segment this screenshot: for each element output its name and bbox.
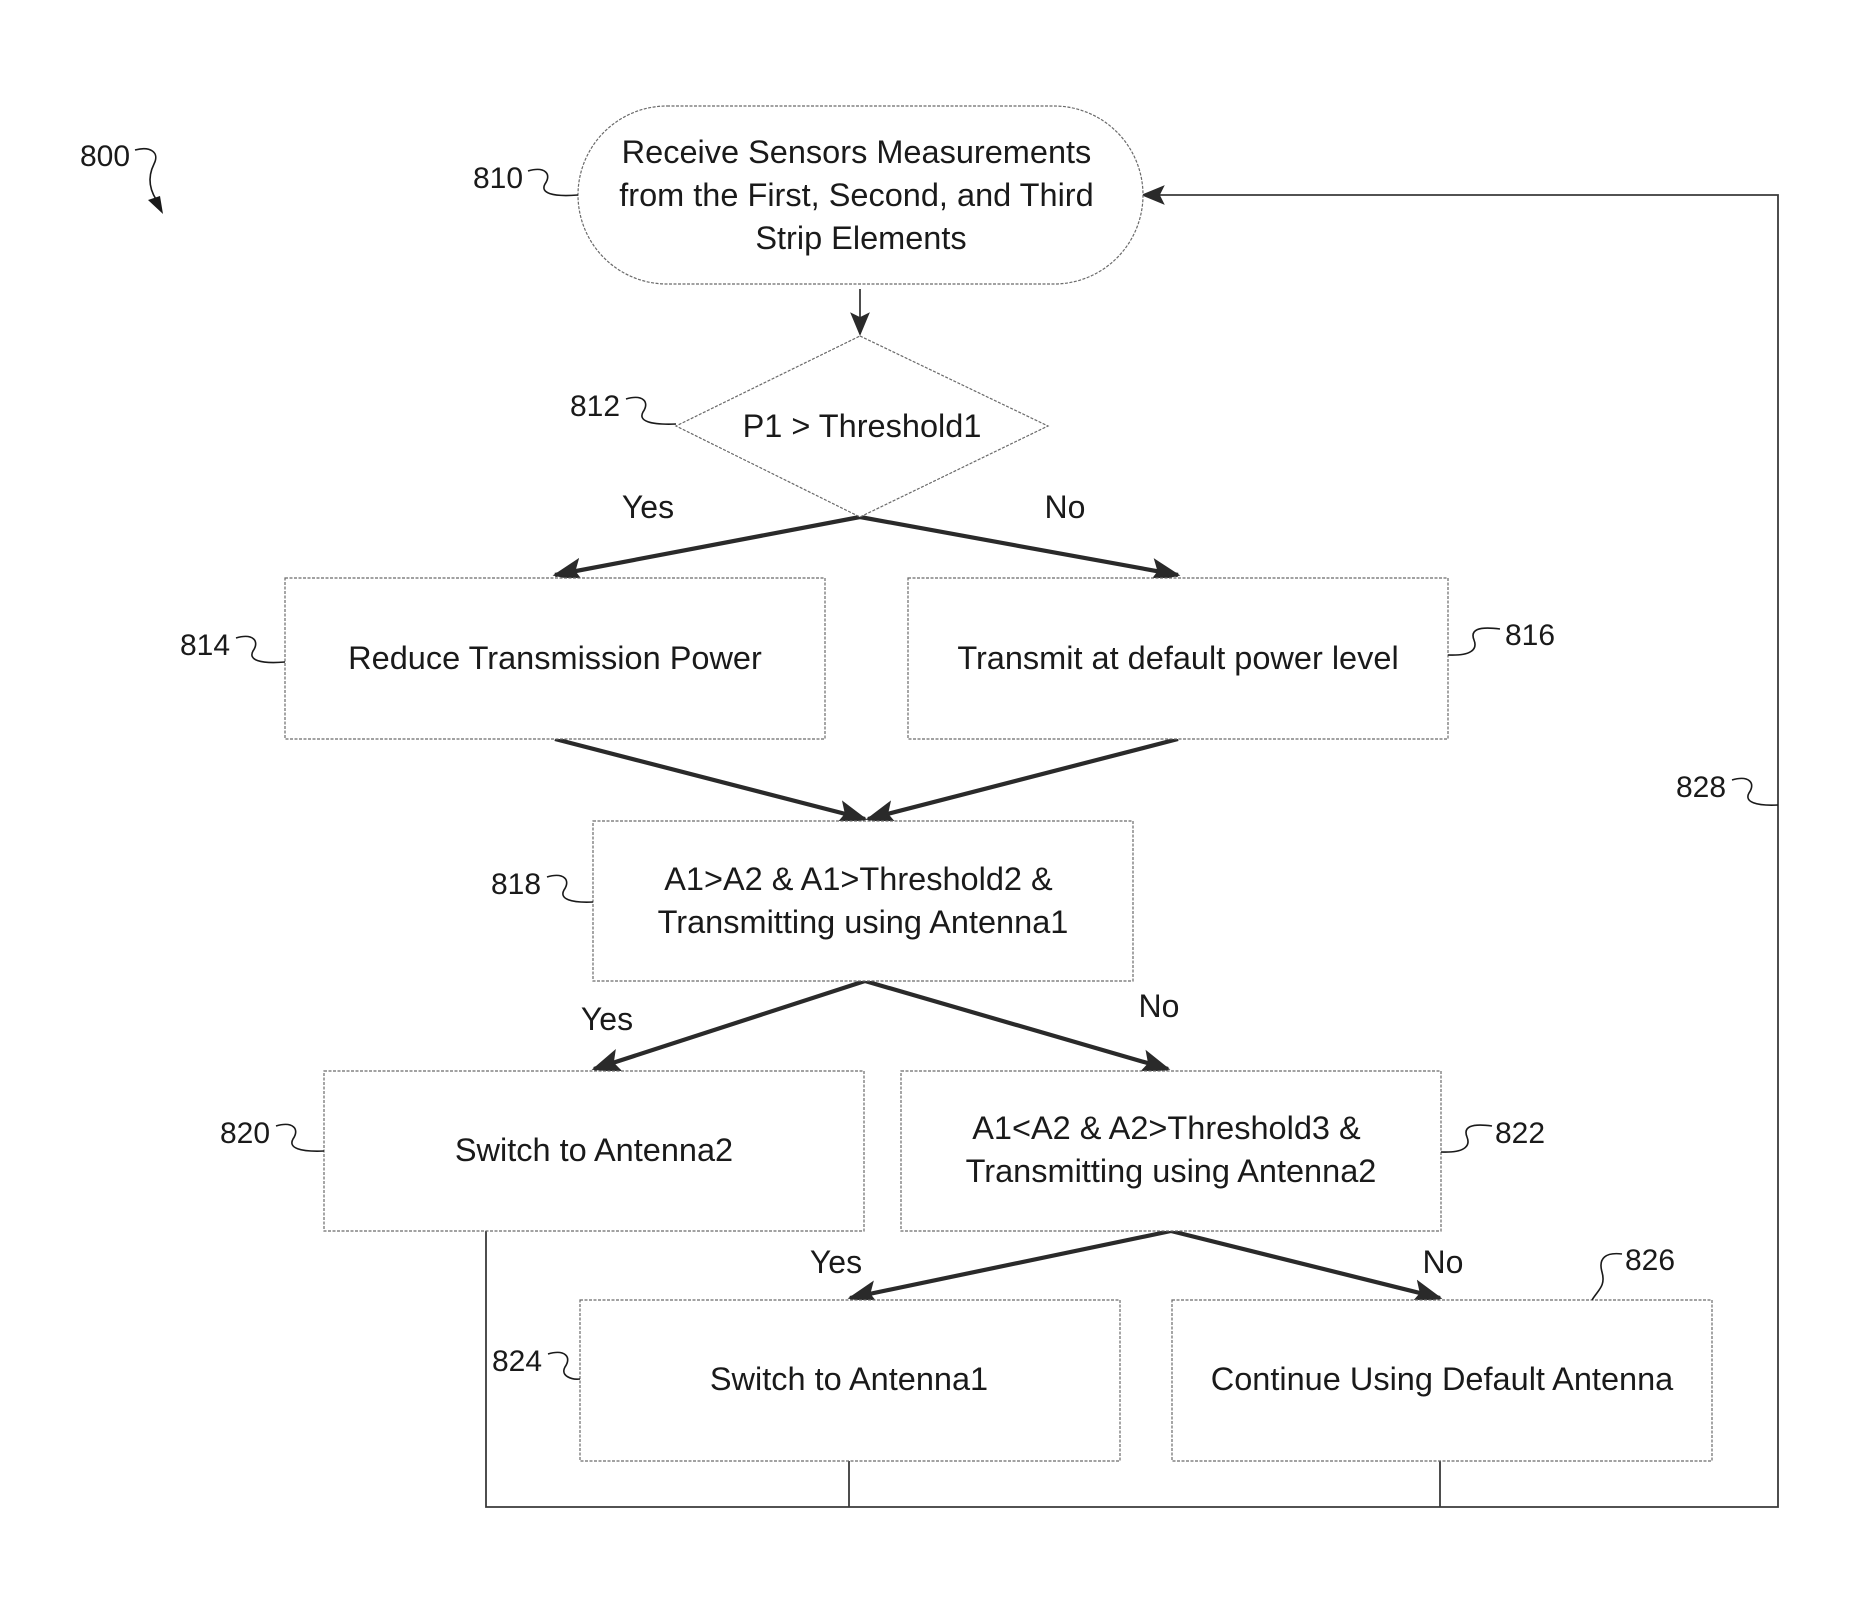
node-826: Continue Using Default Antenna	[1172, 1300, 1712, 1461]
figure-ref-leader	[135, 149, 160, 205]
ref-826-label: 826	[1625, 1244, 1675, 1277]
node-812-text: P1 > Threshold1	[743, 408, 982, 444]
node-810-line-1: Receive Sensors Measurements	[622, 134, 1092, 170]
ref-812-label: 812	[570, 390, 620, 423]
edge-822-yes-to-824	[850, 1231, 1171, 1298]
node-812: P1 > Threshold1	[676, 336, 1048, 517]
ref-814-leader	[236, 636, 285, 662]
edge-812-no-to-816	[860, 517, 1178, 575]
node-822-shape	[901, 1071, 1441, 1231]
edge-label-818-yes: Yes	[581, 1001, 633, 1037]
ref-810-label: 810	[473, 162, 523, 195]
figure-ref-label: 800	[80, 140, 130, 173]
ref-818-label: 818	[491, 868, 541, 901]
ref-820-leader	[276, 1124, 324, 1151]
ref-816-leader	[1448, 628, 1500, 655]
edge-816-to-818	[868, 739, 1178, 819]
ref-820-label: 820	[220, 1117, 270, 1150]
node-814-text: Reduce Transmission Power	[348, 640, 762, 676]
node-822: A1<A2 & A2>Threshold3 & Transmitting usi…	[901, 1071, 1441, 1231]
ref-828-label: 828	[1676, 771, 1726, 804]
node-816-text: Transmit at default power level	[957, 640, 1398, 676]
edge-label-822-yes: Yes	[810, 1244, 862, 1280]
edge-label-818-no: No	[1139, 988, 1180, 1024]
edge-label-812-no: No	[1045, 489, 1086, 525]
node-820-text: Switch to Antenna2	[455, 1132, 733, 1168]
node-814: Reduce Transmission Power	[285, 578, 825, 739]
ref-810-leader	[528, 169, 578, 195]
ref-824-leader	[548, 1352, 580, 1379]
edge-822-no-to-826	[1171, 1231, 1440, 1298]
edge-818-yes-to-820	[594, 981, 865, 1069]
ref-814-label: 814	[180, 629, 230, 662]
node-822-line-1: A1<A2 & A2>Threshold3 &	[972, 1110, 1361, 1146]
edge-814-to-818	[555, 739, 865, 819]
edge-label-822-no: No	[1423, 1244, 1464, 1280]
node-820: Switch to Antenna2	[324, 1071, 864, 1231]
node-810-line-3: Strip Elements	[755, 220, 966, 256]
node-822-line-2: Transmitting using Antenna2	[966, 1153, 1377, 1189]
ref-824-label: 824	[492, 1345, 542, 1378]
figure-ref-800: 800	[80, 140, 163, 214]
node-810: Receive Sensors Measurements from the Fi…	[578, 106, 1143, 284]
node-824-text: Switch to Antenna1	[710, 1361, 988, 1397]
ref-818-leader	[547, 875, 593, 902]
node-818-line-1: A1>A2 & A1>Threshold2 &	[664, 861, 1053, 897]
node-826-text: Continue Using Default Antenna	[1211, 1361, 1674, 1397]
edge-label-812-yes: Yes	[622, 489, 674, 525]
ref-822-leader	[1441, 1125, 1492, 1152]
node-810-line-2: from the First, Second, and Third	[619, 177, 1093, 213]
node-818-line-2: Transmitting using Antenna1	[658, 904, 1069, 940]
node-824: Switch to Antenna1	[580, 1300, 1120, 1461]
ref-816-label: 816	[1505, 619, 1555, 652]
node-818-shape	[593, 821, 1133, 981]
node-816: Transmit at default power level	[908, 578, 1448, 739]
edge-818-no-to-822	[865, 981, 1168, 1069]
ref-826-leader	[1592, 1254, 1622, 1300]
edge-812-yes-to-814	[555, 517, 860, 575]
ref-822-label: 822	[1495, 1117, 1545, 1150]
ref-812-leader	[626, 397, 676, 424]
ref-828-leader	[1732, 778, 1778, 805]
figure-ref-arrowhead	[148, 196, 163, 214]
node-818: A1>A2 & A1>Threshold2 & Transmitting usi…	[593, 821, 1133, 981]
